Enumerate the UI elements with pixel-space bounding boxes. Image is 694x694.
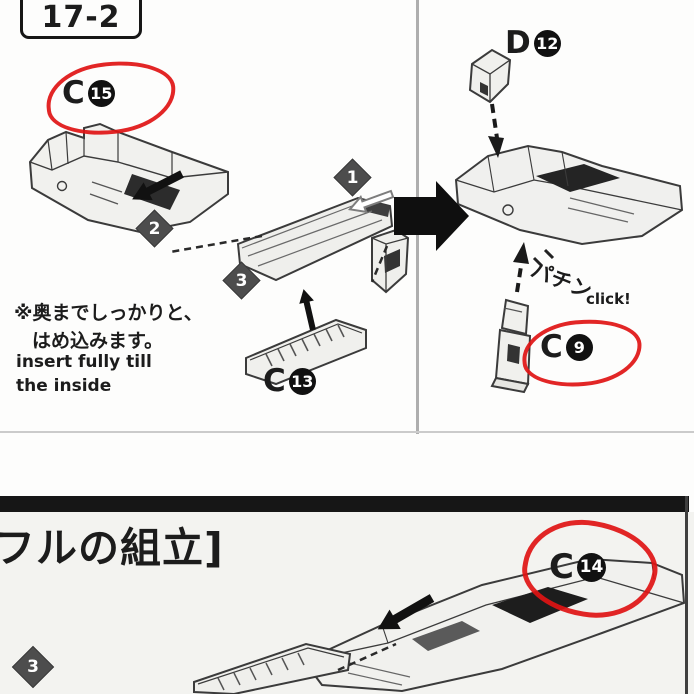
step-3-marker: 3	[222, 261, 261, 300]
part-label-c13: C 13	[263, 366, 316, 397]
part-number-badge: 14	[576, 552, 606, 582]
note-english-line1: insert fully till	[16, 352, 152, 372]
sfx-english: click!	[586, 290, 631, 308]
note-japanese-line1: ※奥までしっかりと、	[14, 302, 203, 324]
note-english-line2: the inside	[16, 376, 112, 396]
step-1-marker: 1	[333, 158, 372, 197]
handguard-part-illustration	[193, 642, 352, 694]
step-3-marker-bottom: 3	[11, 645, 55, 689]
barrel-part-illustration	[236, 196, 410, 294]
part-label-d12: D 12	[505, 28, 561, 59]
part-label-c14: C 14	[549, 550, 606, 584]
panel-right-edge	[685, 496, 688, 694]
step-number-label: 17-2	[41, 0, 121, 35]
panel-divider	[416, 0, 419, 434]
dashed-arrow-line	[515, 259, 524, 293]
part-number-badge: 9	[565, 334, 593, 361]
part-number-badge: 15	[87, 80, 115, 107]
panel-bottom-rule	[0, 431, 694, 433]
part-number-badge: 12	[533, 30, 561, 57]
stock-part-illustration	[28, 122, 229, 234]
section-title: フルの組立]	[0, 524, 224, 572]
part-c9-illustration	[490, 298, 532, 394]
step-2-marker: 2	[135, 209, 174, 248]
note-japanese-line2: はめ込みます。	[32, 330, 164, 352]
part-d12-illustration	[468, 48, 512, 104]
assembled-receiver-illustration	[454, 144, 684, 246]
part-number-badge: 13	[288, 368, 316, 395]
part-label-c15: C 15	[62, 78, 115, 109]
section-header-bar	[0, 496, 689, 512]
rifle-body-illustration	[302, 557, 686, 693]
part-c13-illustration	[245, 318, 367, 386]
part-label-c9: C 9	[540, 332, 593, 363]
step-number-box: 17-2	[20, 0, 142, 39]
